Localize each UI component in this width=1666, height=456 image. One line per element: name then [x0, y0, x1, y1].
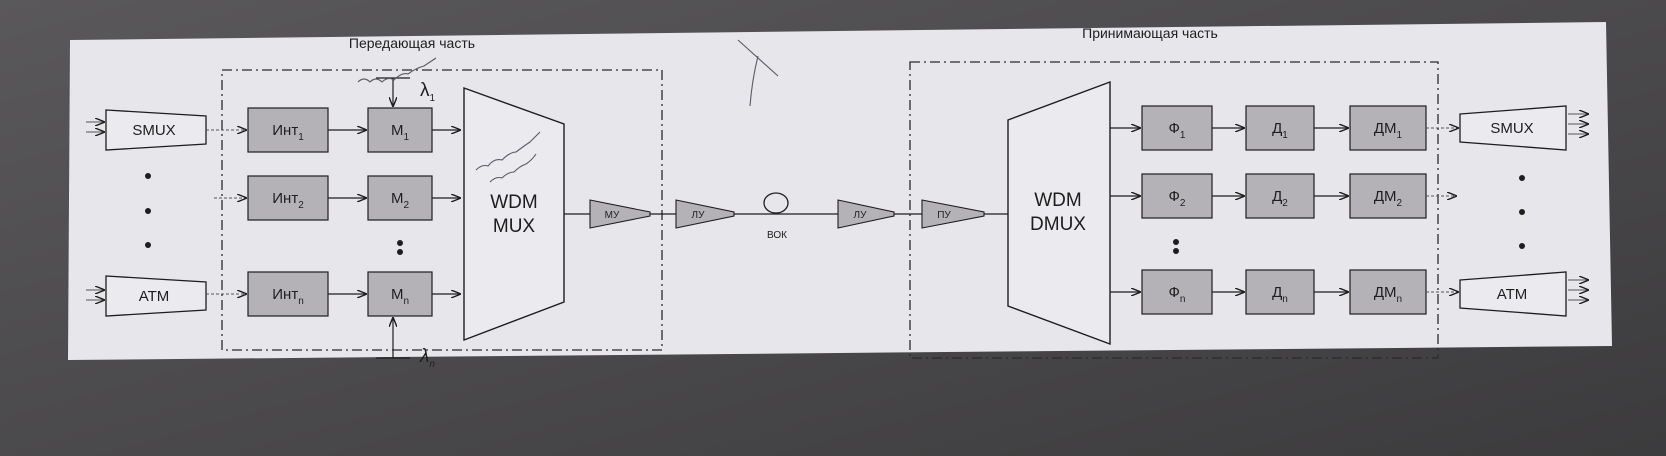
- transmit-title: Передающая часть: [349, 35, 475, 51]
- interface-n: Интn: [247, 271, 329, 317]
- svg-text:МУ: МУ: [605, 210, 620, 221]
- svg-text:Ф2: Ф2: [1169, 188, 1186, 209]
- demodulator-n: ДМn: [1349, 269, 1427, 315]
- photodetector-n: Фn: [1141, 269, 1213, 315]
- modulator-2: М2: [367, 175, 433, 221]
- output-smux: SMUX: [1459, 105, 1567, 151]
- interface-2: Инт2: [247, 175, 329, 221]
- svg-text:Д1: Д1: [1272, 120, 1288, 141]
- photodetector-2: Ф2: [1141, 173, 1213, 219]
- receive-title: Принимающая часть: [1082, 25, 1218, 41]
- svg-text:ЛУ: ЛУ: [854, 210, 868, 221]
- output-smux-label: SMUX: [1490, 120, 1533, 137]
- detector-2: Д2: [1245, 173, 1315, 219]
- photodetector-ellipsis: [1173, 239, 1179, 254]
- svg-text:Фn: Фn: [1169, 284, 1186, 305]
- modulator-n: Мn: [367, 271, 433, 317]
- svg-text:Инт2: Инт2: [272, 190, 304, 211]
- svg-text:ДМ1: ДМ1: [1374, 120, 1403, 141]
- detector-n: Дn: [1245, 269, 1315, 315]
- svg-text:Интn: Интn: [272, 286, 304, 307]
- booster-amplifier: МУ: [589, 199, 651, 229]
- preamplifier: ПУ: [921, 199, 985, 229]
- output-ellipsis: [1519, 175, 1525, 249]
- svg-text:Д2: Д2: [1272, 188, 1288, 209]
- svg-text:Мn: Мn: [391, 286, 409, 307]
- transmit-frame: [221, 69, 663, 351]
- interface-1: Инт1: [247, 107, 329, 153]
- fiber-cable: ВОК: [763, 192, 789, 241]
- wdm-dmux: WDM DMUX: [1007, 80, 1111, 346]
- svg-text:λn: λn: [419, 346, 435, 370]
- svg-text:WDM: WDM: [490, 192, 537, 213]
- receive-frame: [909, 61, 1439, 359]
- svg-text:DMUX: DMUX: [1030, 214, 1086, 235]
- svg-text:ДМn: ДМn: [1374, 284, 1402, 305]
- svg-text:ДМ2: ДМ2: [1374, 188, 1403, 209]
- lambda-1-input: λ1: [376, 77, 436, 106]
- lambda-n-input: λn: [376, 318, 435, 370]
- line-amplifier-left: ЛУ: [675, 199, 735, 229]
- svg-text:WDM: WDM: [1034, 190, 1081, 211]
- demodulator-2: ДМ2: [1349, 173, 1427, 219]
- demodulator-1: ДМ1: [1349, 105, 1427, 151]
- detector-1: Д1: [1245, 105, 1315, 151]
- photodetector-1: Ф1: [1141, 105, 1213, 151]
- source-atm: ATM: [105, 275, 207, 317]
- source-smux: SMUX: [105, 109, 207, 151]
- svg-text:М1: М1: [391, 122, 410, 143]
- svg-text:Инт1: Инт1: [272, 122, 304, 143]
- svg-text:ПУ: ПУ: [937, 210, 951, 221]
- wdm-mux: WDM MUX: [463, 87, 565, 342]
- handwritten-scribbles: [357, 39, 779, 183]
- output-atm: ATM: [1459, 271, 1567, 317]
- source-smux-label: SMUX: [132, 122, 175, 139]
- source-ellipsis: [145, 173, 151, 248]
- svg-text:Ф1: Ф1: [1169, 120, 1186, 141]
- paper-sheet: [68, 22, 1612, 360]
- svg-text:ВОК: ВОК: [767, 230, 787, 241]
- svg-text:М2: М2: [391, 190, 410, 211]
- line-amplifier-right: ЛУ: [837, 199, 895, 229]
- svg-text:ЛУ: ЛУ: [692, 210, 706, 221]
- source-atm-label: ATM: [139, 288, 170, 305]
- svg-text:Дn: Дn: [1272, 284, 1288, 305]
- modulator-1: М1: [367, 107, 433, 153]
- output-atm-label: ATM: [1497, 286, 1528, 303]
- svg-text:MUX: MUX: [493, 216, 536, 237]
- svg-text:λ1: λ1: [420, 80, 436, 104]
- modulator-ellipsis: [397, 240, 403, 255]
